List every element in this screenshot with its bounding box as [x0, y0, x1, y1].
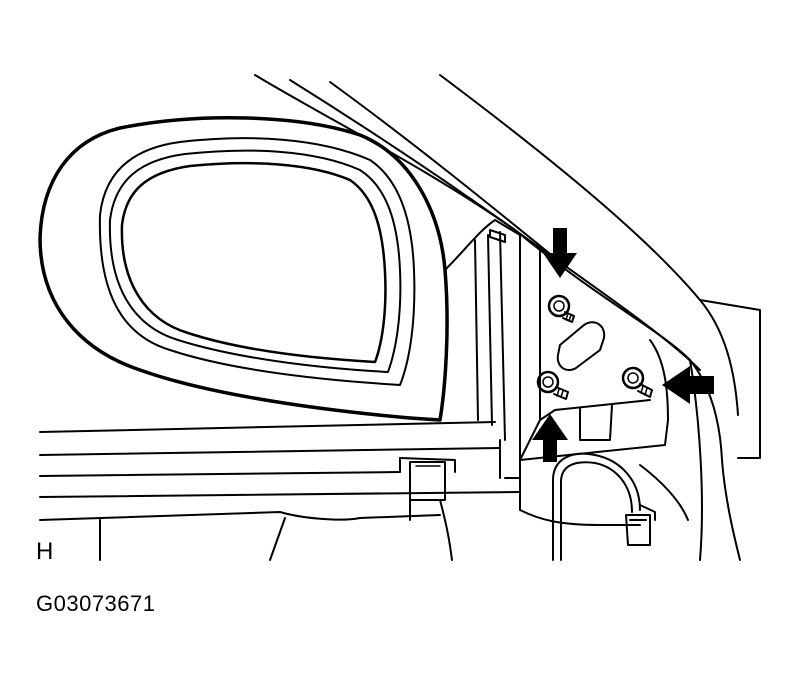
mirror-base	[444, 219, 521, 479]
mirror-housing	[38, 115, 449, 422]
arrow-right-bolt	[662, 366, 714, 404]
clip	[409, 461, 446, 501]
door-frame	[254, 74, 761, 561]
arrow-left-bolt	[532, 414, 568, 462]
bolt-top	[547, 294, 575, 323]
reference-label: H	[36, 538, 54, 565]
bolt-left	[536, 370, 569, 400]
belt-moulding	[39, 421, 521, 561]
bolt-right	[621, 366, 653, 398]
arrow-top-bolt	[543, 228, 577, 278]
connector-cap	[556, 321, 606, 372]
wire-harness	[552, 452, 656, 561]
figure-code: G03073671	[36, 591, 156, 616]
